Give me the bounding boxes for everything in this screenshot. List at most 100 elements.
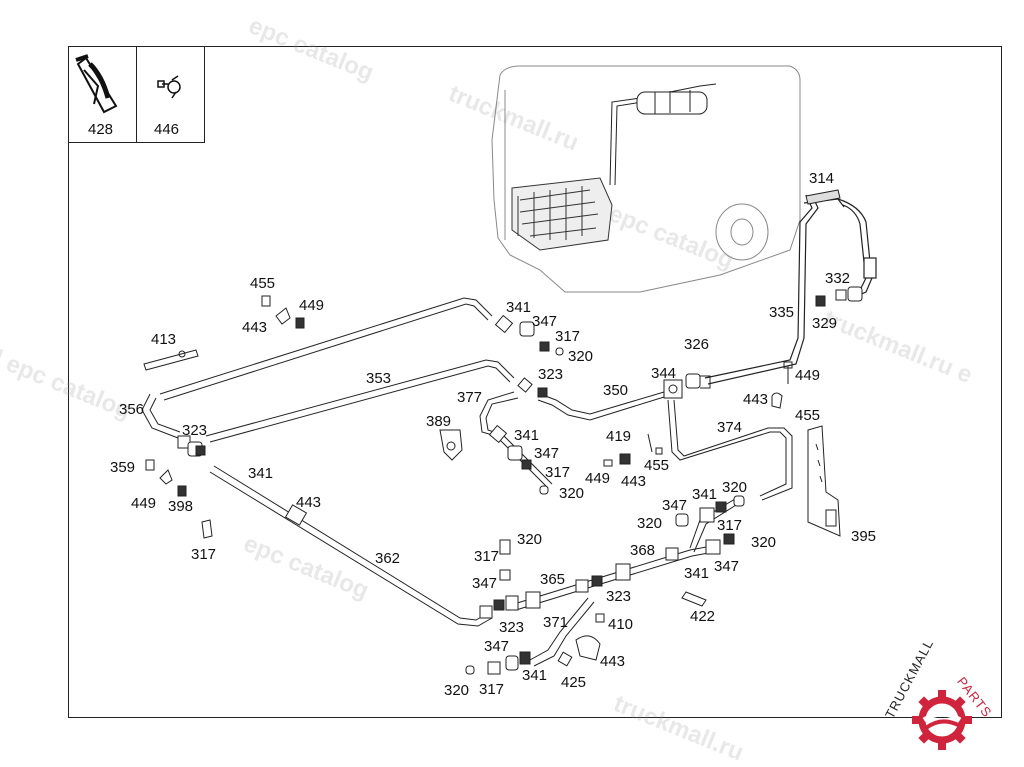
callout-335: 335 — [769, 304, 795, 321]
parts-diagram: 428 446 epc catalog truckmall.ru epc cat… — [0, 12, 1020, 767]
engine-outline — [491, 65, 801, 293]
callout-320: 320 — [444, 682, 470, 699]
part-443-lower — [575, 635, 601, 661]
callout-449: 449 — [585, 470, 611, 487]
callout-443: 443 — [621, 473, 647, 490]
callout-320: 320 — [568, 348, 594, 365]
part-419 — [647, 433, 653, 453]
callout-455: 455 — [644, 457, 670, 474]
callout-341: 341 — [522, 667, 548, 684]
hose-clip-icon — [75, 54, 118, 114]
callout-371: 371 — [543, 614, 569, 631]
pipe-371 — [529, 597, 595, 667]
callout-341: 341 — [514, 427, 540, 444]
callout-341: 341 — [684, 565, 710, 582]
fittings — [145, 295, 745, 675]
callout-455: 359 — [110, 459, 136, 476]
callout-347: 347 — [714, 558, 740, 575]
legend-label-446: 446 — [154, 121, 180, 138]
callout-350: 350 — [603, 382, 629, 399]
callout-443: 443 — [600, 653, 626, 670]
pipe-353-lower — [205, 359, 515, 443]
part-329 — [815, 295, 826, 307]
callout-389: 389 — [426, 413, 452, 430]
engine-manifold — [511, 177, 613, 251]
callout-317: 317 — [555, 328, 581, 345]
callout-356: 356 — [119, 401, 145, 418]
callout-413: 413 — [151, 331, 177, 348]
callout-347: 347 — [484, 638, 510, 655]
callout-359: 341 — [248, 465, 274, 482]
callout-323: 323 — [606, 588, 632, 605]
part-326 — [685, 373, 711, 389]
callout-317: 317 — [474, 548, 500, 565]
callout-317: 317 — [545, 464, 571, 481]
callout-395: 395 — [851, 528, 877, 545]
gear-logo-icon — [912, 690, 972, 750]
callout-320: 320 — [637, 515, 663, 532]
part-344 — [663, 379, 683, 399]
callout-347: 347 — [472, 575, 498, 592]
callout-317: 317 — [717, 517, 743, 534]
callout-377: 377 — [457, 389, 483, 406]
callout-314: 314 — [809, 170, 835, 187]
callout-341: 341 — [506, 299, 532, 316]
callout-323: 323 — [499, 619, 525, 636]
callout-374: 374 — [717, 419, 743, 436]
callout-320: 320 — [517, 531, 543, 548]
callout-323: 323 — [182, 422, 208, 439]
callout-353: 353 — [366, 370, 392, 387]
callout-347: 347 — [534, 445, 560, 462]
callout-341: 443 — [296, 494, 322, 511]
pipe-362 — [209, 465, 493, 627]
pipe-350 — [537, 391, 665, 421]
part-389 — [439, 429, 463, 461]
callout-323: 323 — [538, 366, 564, 383]
truckmall-parts-logo: TRUCKMALL PARTS — [880, 637, 1020, 750]
callout-329: 329 — [812, 315, 838, 332]
part-314 — [805, 189, 841, 205]
callout-398: 317 — [191, 546, 217, 563]
callout-455: 455 — [250, 275, 276, 292]
part-398 — [201, 519, 213, 539]
callout-443: 443 — [743, 391, 769, 408]
callout-320: 320 — [751, 534, 777, 551]
legend-label-428: 428 — [88, 121, 114, 138]
legend-icons — [75, 54, 181, 114]
pipe-335 — [704, 194, 877, 385]
part-422 — [681, 591, 707, 607]
callout-362: 362 — [375, 550, 401, 567]
pipe-drawing — [141, 65, 877, 675]
engine-top-pipe — [609, 83, 717, 186]
callout-347: 347 — [532, 313, 558, 330]
part-332 — [835, 286, 863, 302]
callout-365: 365 — [540, 571, 566, 588]
callout-443: 443 — [242, 319, 268, 336]
callout-422: 422 — [690, 608, 716, 625]
part-449-right — [783, 361, 793, 384]
callout-449: 449 — [299, 297, 325, 314]
diagram-frame — [68, 46, 1002, 718]
callout-341: 320 — [722, 479, 748, 496]
callout-455: 455 — [795, 407, 821, 424]
callout-347: 341 — [692, 486, 718, 503]
callout-410: 410 — [608, 616, 634, 633]
part-413 — [143, 349, 199, 371]
part-443-right — [771, 392, 783, 409]
part-395 — [807, 425, 841, 537]
callout-449: 449 — [795, 367, 821, 384]
callout-419: 419 — [606, 428, 632, 445]
callout-449: 398 — [168, 498, 194, 515]
callout-326: 326 — [684, 336, 710, 353]
pipe-353 — [141, 297, 493, 439]
callout-317: 317 — [479, 681, 505, 698]
callout-317: 347 — [662, 497, 688, 514]
callout-344: 344 — [651, 365, 677, 382]
clamp-icon — [157, 75, 181, 99]
legend-divider — [136, 46, 137, 143]
callout-425: 425 — [561, 674, 587, 691]
callout-332: 332 — [825, 270, 851, 287]
callout-320: 320 — [559, 485, 585, 502]
pipe-374 — [667, 399, 793, 501]
callout-368: 368 — [630, 542, 656, 559]
